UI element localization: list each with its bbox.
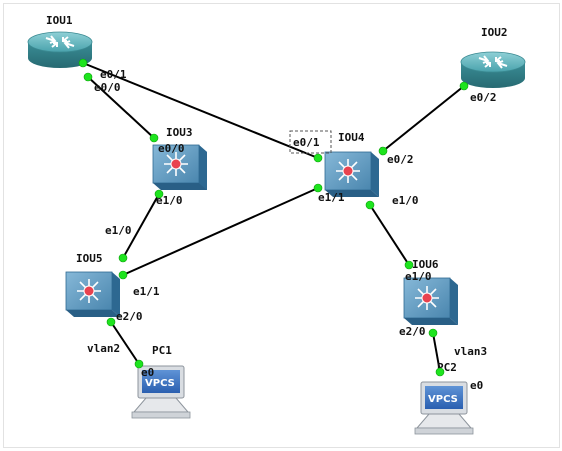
selection-box (289, 130, 332, 154)
port-label-iou4-e02: e0/2 (387, 153, 414, 166)
port-label-iou2-e02: e0/2 (470, 91, 497, 104)
link-iou4-iou5[interactable] (122, 187, 319, 276)
port-dot[interactable] (78, 58, 88, 68)
switch-core-icon (421, 292, 433, 304)
router-arrows-icon (478, 55, 508, 69)
vpcs-pc1[interactable]: VPCS (131, 365, 191, 419)
port-label-iou5-e20: e2/0 (116, 310, 143, 323)
link-iou2-iou4[interactable] (382, 85, 465, 152)
node-label-iou2: IOU2 (481, 26, 508, 39)
port-dot[interactable] (459, 81, 469, 91)
port-label-iou5-e11: e1/1 (133, 285, 160, 298)
switch-iou5[interactable] (65, 271, 120, 317)
link-iou4-iou6[interactable] (369, 204, 410, 266)
vlan-label-pc2: vlan3 (454, 345, 487, 358)
vlan-label-pc1: vlan2 (87, 342, 120, 355)
router-iou1[interactable] (27, 31, 93, 68)
canvas-border (3, 3, 560, 448)
port-label-iou4-e10: e1/0 (392, 194, 419, 207)
router-arrows-icon (45, 35, 75, 49)
vpcs-pc2[interactable]: VPCS (414, 381, 474, 435)
port-dot[interactable] (106, 317, 116, 327)
port-dot[interactable] (428, 328, 438, 338)
port-label-iou6-e10: e1/0 (405, 270, 432, 283)
switch-core-icon (83, 285, 95, 297)
port-dot[interactable] (154, 189, 164, 199)
port-dot[interactable] (118, 270, 128, 280)
link-iou6-pc2[interactable] (432, 332, 441, 373)
switch-iou6[interactable] (403, 277, 458, 325)
port-dot[interactable] (404, 260, 414, 270)
node-label-iou6: IOU6 (412, 258, 439, 271)
link-iou1-iou4[interactable] (82, 62, 319, 159)
port-dot[interactable] (435, 367, 445, 377)
port-dot[interactable] (83, 72, 93, 82)
port-label-iou3-e00: e0/0 (158, 142, 185, 155)
port-dot[interactable] (149, 133, 159, 143)
node-label-iou4: IOU4 (338, 131, 365, 144)
port-label-iou3-e10: e1/0 (156, 194, 183, 207)
link-iou1-iou3[interactable] (87, 76, 155, 139)
node-label-iou1: IOU1 (46, 14, 73, 27)
port-dot[interactable] (365, 200, 375, 210)
node-label-iou5: IOU5 (76, 252, 103, 265)
port-label-pc2-e0: e0 (470, 379, 483, 392)
node-label-pc1: PC1 (152, 344, 172, 357)
link-iou3-iou5[interactable] (122, 193, 160, 259)
switch-iou4[interactable] (324, 151, 379, 197)
switch-core-icon (342, 165, 354, 177)
link-iou5-pc1[interactable] (110, 321, 140, 365)
port-dot[interactable] (118, 253, 128, 263)
links (82, 62, 465, 373)
port-dot[interactable] (313, 183, 323, 193)
port-dot[interactable] (134, 359, 144, 369)
node-label-iou3: IOU3 (166, 126, 193, 139)
port-label-iou5-e10: e1/0 (105, 224, 132, 237)
port-label-pc1-e0: e0 (141, 366, 154, 379)
port-dots (78, 58, 469, 377)
interface-labels: e0/1 e0/0 e0/0 e1/0 e0/1 e0/2 e1/1 e1/0 … (87, 68, 497, 392)
vpcs-badge-pc1: VPCS (145, 378, 175, 389)
router-iou2[interactable] (460, 51, 526, 88)
switch-iou3[interactable] (152, 144, 207, 190)
port-label-iou1-e01: e0/1 (100, 68, 127, 81)
port-label-iou4-e01: e0/1 (293, 136, 320, 149)
port-label-iou1-e00: e0/0 (94, 81, 121, 94)
port-label-iou6-e20: e2/0 (399, 325, 426, 338)
switch-core-icon (170, 158, 182, 170)
port-label-iou4-e11: e1/1 (318, 191, 345, 204)
port-dot[interactable] (313, 153, 323, 163)
vpcs-badge-pc2: VPCS (428, 394, 458, 405)
port-dot[interactable] (378, 146, 388, 156)
